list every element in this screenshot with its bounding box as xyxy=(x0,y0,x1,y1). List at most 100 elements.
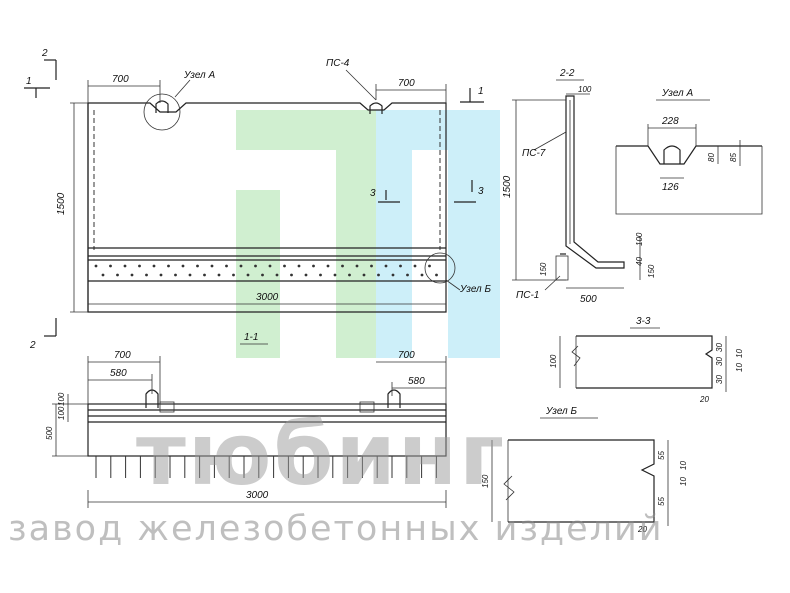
rib-hole xyxy=(275,273,279,277)
rib-hole xyxy=(326,264,330,268)
node-b-dim-55a: 55 xyxy=(657,451,666,460)
node-a-title: Узел А xyxy=(661,88,693,99)
cut-3-right: 3 xyxy=(478,186,484,197)
node-a-dim-228: 228 xyxy=(661,116,679,127)
rib-hole xyxy=(239,264,243,268)
rib-hole xyxy=(181,264,185,268)
rib-hole xyxy=(290,273,293,277)
node-a-label: Узел А xyxy=(183,70,215,81)
rib-hole xyxy=(188,273,192,277)
rib-hole xyxy=(420,273,424,277)
rib-hole xyxy=(297,264,301,268)
rib-hole xyxy=(94,264,98,268)
dim-top-left: 700 xyxy=(112,74,129,85)
rib-hole xyxy=(232,273,235,277)
rib-hole xyxy=(246,273,250,277)
s11-dim-580-right: 580 xyxy=(408,376,425,387)
rib-hole xyxy=(319,273,322,277)
s33-dim-30b: 30 xyxy=(715,357,724,366)
rib-hole xyxy=(312,264,315,268)
node-b-title: Узел Б xyxy=(545,406,577,417)
node-b-label: Узел Б xyxy=(459,284,491,295)
node-a-dim-126: 126 xyxy=(662,182,679,193)
s11-dim-700-left: 700 xyxy=(114,350,131,361)
section-3-3-title: 3-3 xyxy=(636,316,651,327)
node-a-dim-80: 80 xyxy=(707,153,716,162)
ps1-label: ПС-1 xyxy=(516,290,539,301)
node-a-detail: Узел А 228 126 80 85 xyxy=(615,88,763,215)
rib-hole xyxy=(268,264,272,268)
section-3-3: 3-3 100 30 30 30 10 10 20 xyxy=(549,316,744,404)
dim-length: 3000 xyxy=(256,292,279,303)
s11-dim-700-right: 700 xyxy=(398,350,415,361)
s22-dim-150-left: 150 xyxy=(539,262,548,276)
s22-dim-40: 40 xyxy=(635,257,644,266)
s11-dim-500: 500 xyxy=(45,426,54,440)
rib-hole xyxy=(101,273,105,277)
rib-hole xyxy=(109,264,112,268)
dim-height: 1500 xyxy=(56,192,67,215)
ps7-label: ПС-7 xyxy=(522,148,546,159)
s11-dim-100b: 100 xyxy=(57,406,66,420)
s22-dim-500: 500 xyxy=(580,294,597,305)
rib-hole xyxy=(116,273,119,277)
section-2-2-title: 2-2 xyxy=(559,68,575,79)
rib-hole xyxy=(210,264,214,268)
rib-hole xyxy=(130,273,134,277)
section-2-2: 2-2 100 1500 ПС-7 ПС-1 100 40 150 150 50… xyxy=(502,68,656,305)
node-b-dim-10a: 10 xyxy=(679,461,688,470)
rib-hole xyxy=(283,264,286,268)
rib-hole xyxy=(377,273,380,277)
rib-hole xyxy=(254,264,257,268)
watermark-brand: тюбинг xyxy=(136,405,506,505)
rib-hole xyxy=(174,273,177,277)
rib-hole xyxy=(203,273,206,277)
node-a-dim-85: 85 xyxy=(729,153,738,162)
watermark-logo xyxy=(236,110,500,358)
rib-hole xyxy=(370,264,373,268)
rib-hole xyxy=(167,264,170,268)
rib-hole xyxy=(196,264,199,268)
rib-hole xyxy=(362,273,366,277)
rib-hole xyxy=(261,273,264,277)
rib-hole xyxy=(435,273,438,277)
rib-hole xyxy=(341,264,344,268)
rib-hole xyxy=(399,264,402,268)
s22-dim-height: 1500 xyxy=(502,175,513,198)
cut-3-left: 3 xyxy=(370,188,376,199)
node-b-detail: Узел Б 150 55 55 10 10 20 xyxy=(481,406,688,534)
cut-1-left: 1 xyxy=(26,76,32,87)
s33-dim-10b: 10 xyxy=(735,363,744,372)
s11-dim-3000: 3000 xyxy=(246,490,269,501)
s33-dim-10a: 10 xyxy=(735,349,744,358)
ps4-label: ПС-4 xyxy=(326,58,350,69)
s33-dim-20: 20 xyxy=(699,395,709,404)
rib-hole xyxy=(406,273,409,277)
cut-1-right: 1 xyxy=(478,86,484,97)
s22-dim-150: 150 xyxy=(647,264,656,278)
rib-hole xyxy=(152,264,156,268)
rib-hole xyxy=(428,264,431,268)
watermark-subtitle: завод железобетонных изделий xyxy=(8,509,664,549)
s11-dim-580-left: 580 xyxy=(110,368,127,379)
rib-hole xyxy=(384,264,388,268)
rib-hole xyxy=(159,273,163,277)
rib-hole xyxy=(348,273,351,277)
main-view: Узел А Узел Б ПС-4 700 700 1500 3000 2 2 xyxy=(24,48,491,351)
rib-hole xyxy=(391,273,395,277)
node-b-dim-10b: 10 xyxy=(679,477,688,486)
section-1-1: 1-1 700 580 700 580 500 100 100 3000 xyxy=(45,332,447,508)
s33-dim-30c: 30 xyxy=(715,375,724,384)
rib-hole xyxy=(217,273,221,277)
s22-dim-100: 100 xyxy=(635,232,644,246)
section-1-1-title: 1-1 xyxy=(244,332,258,343)
node-b-dim-55b: 55 xyxy=(657,497,666,506)
s33-dim-100: 100 xyxy=(549,354,558,368)
s33-dim-30a: 30 xyxy=(715,343,724,352)
s11-dim-100: 100 xyxy=(57,392,66,406)
node-b-dim-20: 20 xyxy=(637,525,647,534)
rib-hole xyxy=(225,264,228,268)
cut-2-bottom: 2 xyxy=(29,340,36,351)
